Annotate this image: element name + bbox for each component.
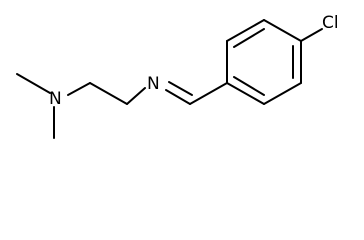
ring-bond-bottom-left-inner [233, 76, 265, 96]
amine-nitrogen-label: N [49, 89, 62, 109]
imine-nitrogen-label: N [147, 74, 160, 94]
imine-double-bond-inner [168, 81, 193, 96]
imine-nitrogen-to-ethylene-bond [126, 87, 146, 105]
ring-bond-top-left [226, 19, 265, 42]
upper-methyl-bond [16, 73, 51, 94]
ring-bond-top-left-inner [233, 28, 265, 48]
ring-bond-bottom-left [226, 82, 265, 105]
ethylene-to-amine-bond [67, 82, 91, 96]
benzene-ring [226, 19, 302, 105]
ring-bond-bottom-right [263, 82, 302, 105]
chemical-structure: Cl N N [16, 13, 339, 139]
ring-bond-top-right [263, 19, 302, 42]
ethylene-bond [89, 82, 128, 105]
imine-double-bond-outer [165, 89, 191, 105]
ring-to-imine-carbon-bond [189, 82, 228, 105]
chlorine-label: Cl [322, 13, 339, 33]
chloro-bond [300, 28, 323, 42]
